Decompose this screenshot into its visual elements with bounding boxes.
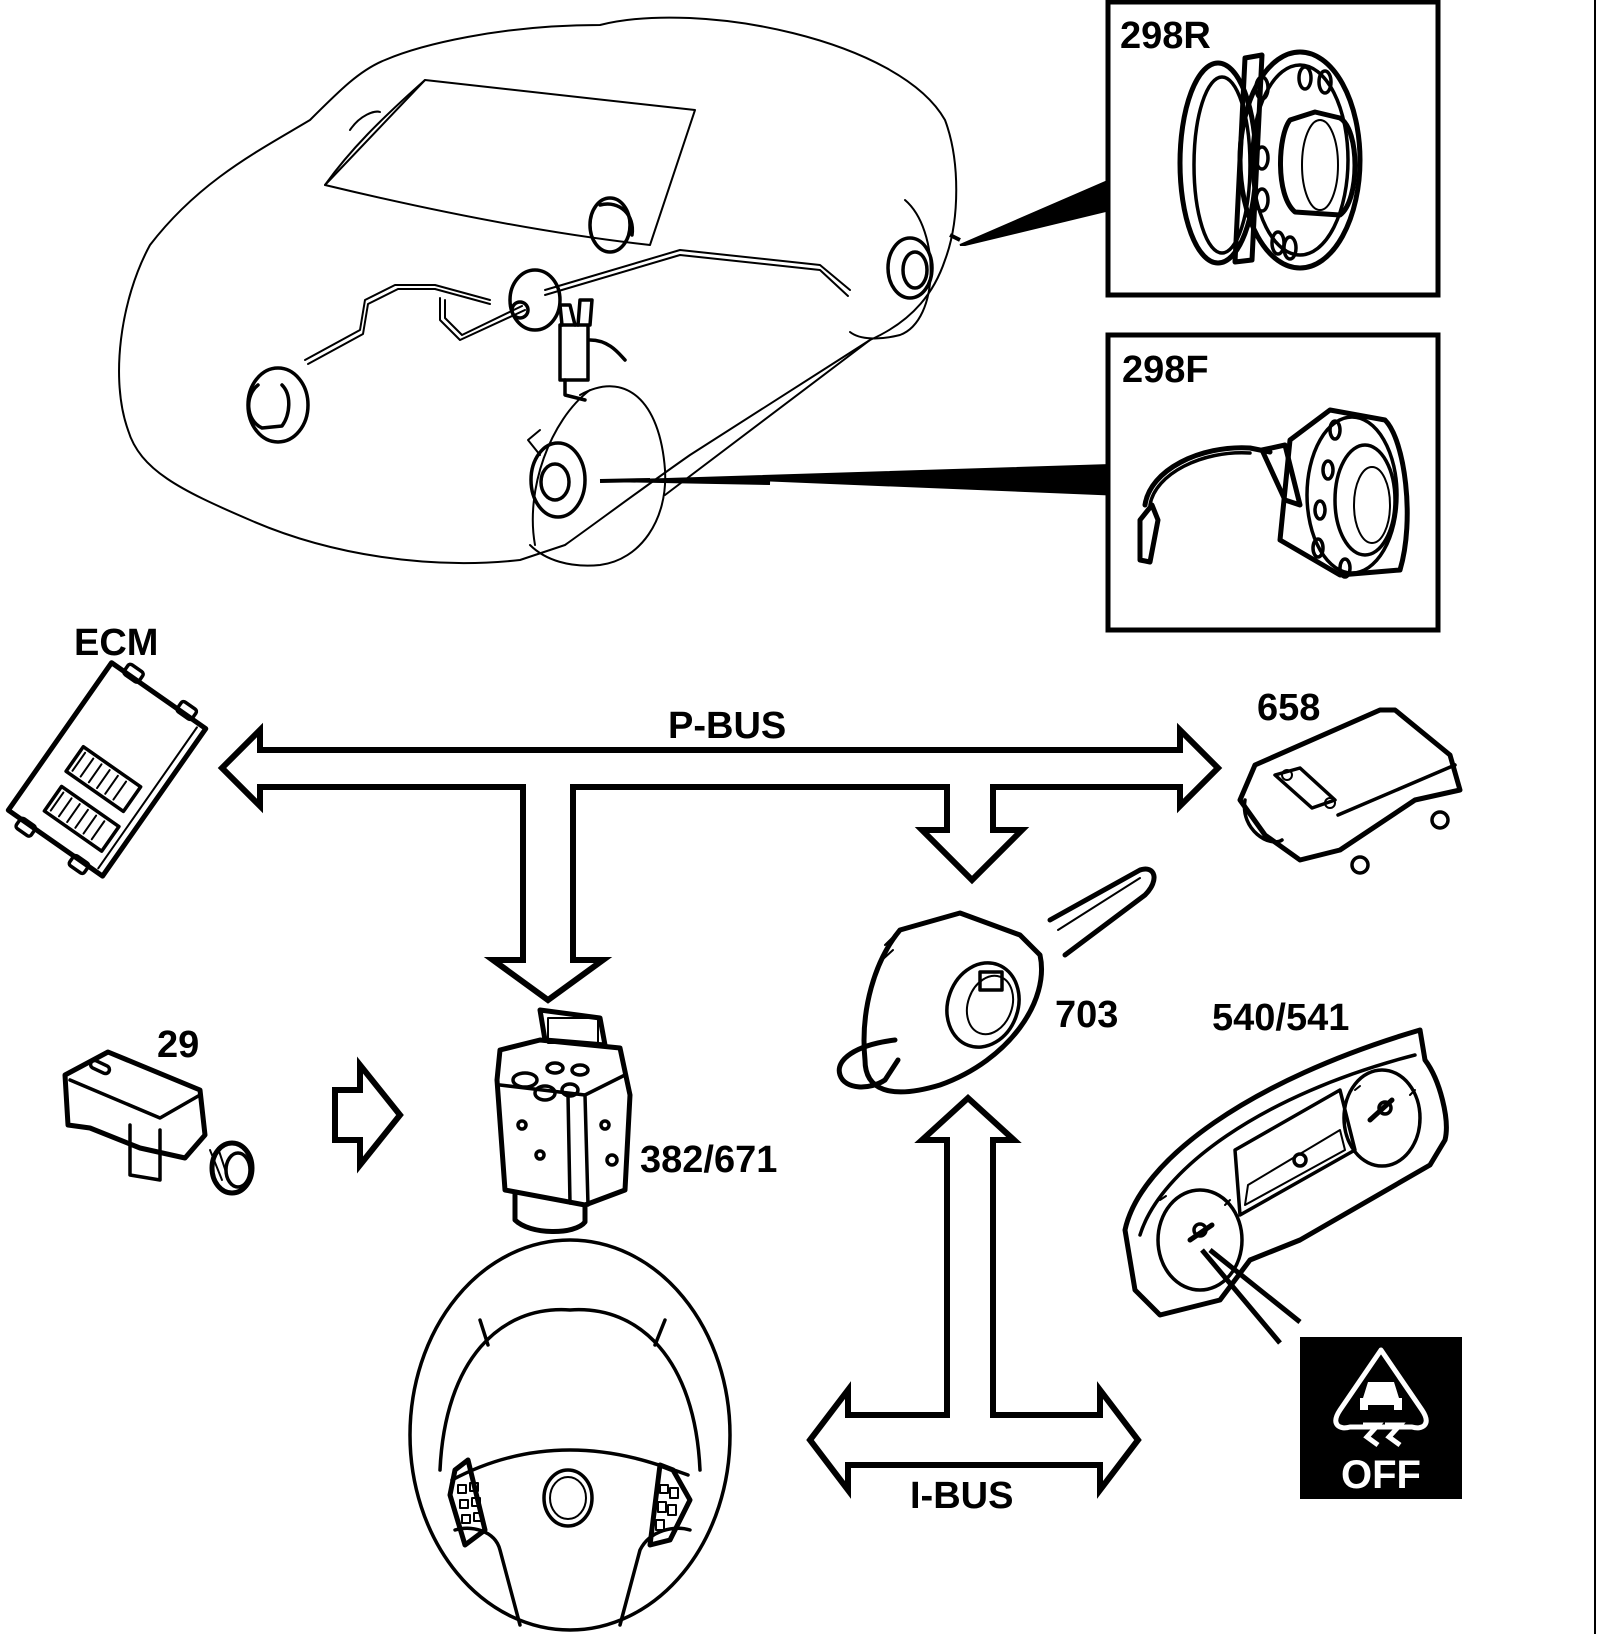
label-p-bus: P-BUS (668, 705, 786, 747)
label-298f: 298F (1122, 349, 1209, 391)
front-right-wheel-sensor (527, 429, 587, 519)
label-658: 658 (1257, 687, 1320, 729)
label-29: 29 (157, 1024, 199, 1066)
front-left-wheel-sensor (246, 366, 310, 444)
ecm-module-icon (5, 660, 209, 879)
label-703: 703 (1055, 994, 1118, 1036)
p-bus-arrow: P-BUS (217, 705, 1223, 1004)
warning-lamp-off-text: OFF (1341, 1453, 1421, 1497)
cluster-leader-line-1 (1200, 1248, 1282, 1345)
rear-left-wheel-sensor (588, 196, 635, 254)
label-298r: 298R (1120, 15, 1211, 57)
car-outline-illustration (118, 16, 1111, 567)
abs-hydraulic-unit-icon (494, 1007, 633, 1234)
steering-wheel-icon (408, 1238, 732, 1632)
brake-light-switch-icon (62, 1049, 255, 1196)
brake-switch-to-abs-arrow (332, 1056, 404, 1174)
i-bus-arrow: I-BUS (806, 1093, 1142, 1517)
steering-wheel-left-buttons (447, 1457, 488, 1548)
steering-wheel-right-buttons (647, 1462, 693, 1548)
cluster-leader-line-2 (1208, 1248, 1302, 1324)
callout-rear-wheel-hub: 298R (1105, 0, 1441, 298)
brake-booster-and-abs-in-car (508, 268, 627, 402)
rear-right-wheel-sensor (886, 236, 934, 300)
p-bus-double-arrow (217, 722, 1223, 1004)
traction-control-off-warning-lamp: OFF (1300, 1337, 1462, 1499)
rear-wheel-hub-icon (1177, 49, 1363, 271)
traction-control-skid-car-icon (1333, 1347, 1429, 1448)
front-wheel-hub-sensor-icon (1137, 407, 1410, 579)
label-540-541: 540/541 (1212, 997, 1349, 1039)
label-382-671: 382/671 (640, 1139, 777, 1181)
steering-angle-sensor-icon (836, 866, 1157, 1095)
leader-line-rear (959, 178, 1111, 246)
label-i-bus: I-BUS (910, 1475, 1013, 1517)
label-ecm: ECM (74, 622, 158, 664)
yaw-rate-sensor-icon (1237, 707, 1463, 875)
instrument-cluster-icon (1122, 1027, 1449, 1345)
i-bus-double-arrow (806, 1093, 1142, 1499)
callout-front-wheel-hub: 298F (1105, 332, 1441, 633)
